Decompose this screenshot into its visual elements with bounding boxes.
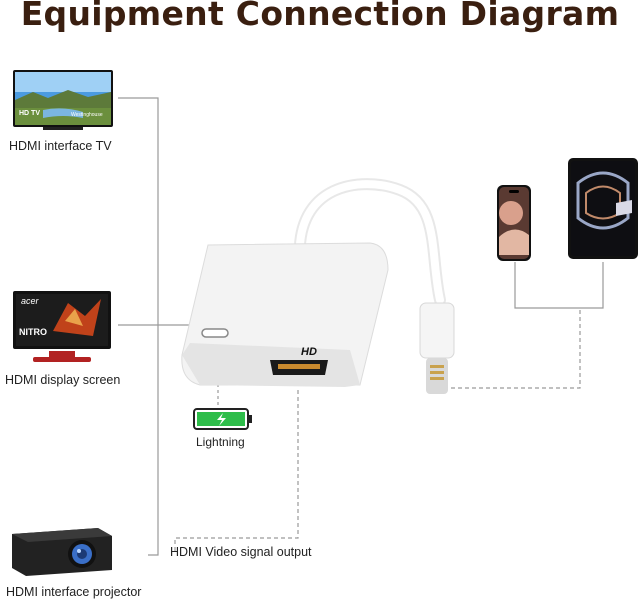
monitor-brand: acer: [21, 296, 39, 306]
tv-device: HD TV Westinghouse: [13, 70, 113, 132]
projector-label: HDMI interface projector: [6, 585, 142, 599]
battery-icon: [193, 408, 252, 430]
monitor-screen-text: NITRO: [19, 327, 47, 337]
tv-screen-text: HD TV: [19, 110, 40, 117]
tablet-icon: [568, 158, 638, 259]
tv-label: HDMI interface TV: [9, 139, 112, 153]
phone-device: [497, 185, 531, 261]
lightning-label: Lightning: [196, 435, 245, 449]
monitor-device: acer NITRO: [13, 291, 113, 369]
projector-icon: [12, 528, 112, 576]
tv-brand: Westinghouse: [71, 112, 103, 118]
monitor-icon: [13, 291, 111, 362]
adapter-illustration: [181, 178, 455, 394]
projector-device: [8, 522, 116, 582]
hd-port-label: HD: [301, 346, 317, 358]
phone-icon: [497, 185, 531, 261]
page-title: Equipment Connection Diagram: [20, 0, 620, 33]
tablet-device: [568, 158, 638, 259]
output-label: HDMI Video signal output: [170, 545, 312, 559]
monitor-label: HDMI display screen: [5, 373, 121, 387]
tv-icon: [13, 70, 113, 130]
